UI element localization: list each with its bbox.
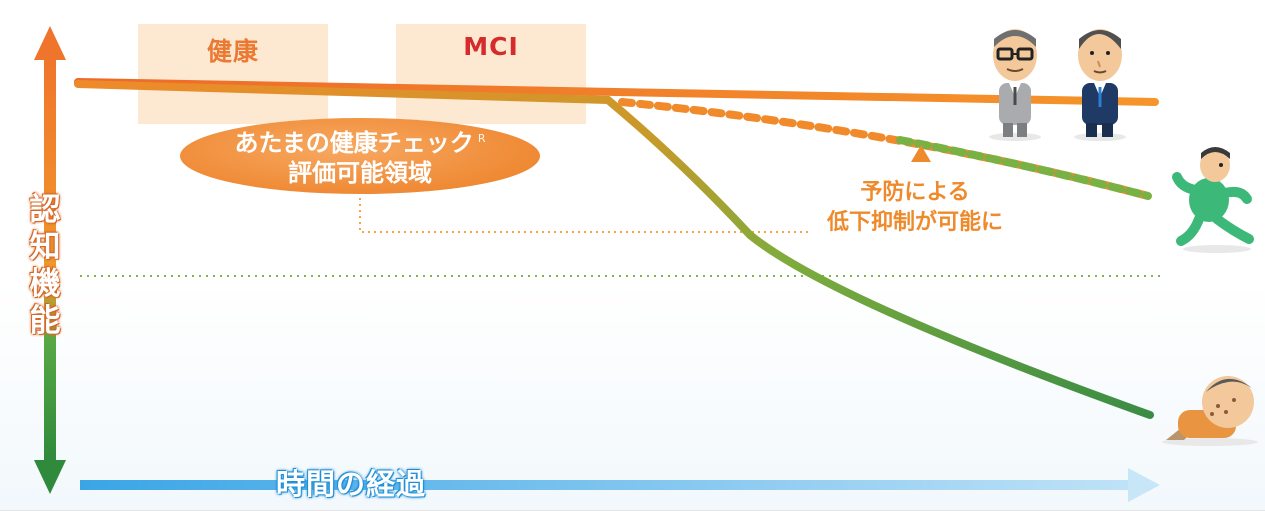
y-axis-label-char: 知 bbox=[29, 229, 61, 265]
healthy-line bbox=[74, 78, 1159, 106]
walking-man-icon bbox=[1172, 147, 1254, 253]
healthy-elderly-man-icon bbox=[1074, 29, 1126, 141]
annotation-triangle-icon bbox=[911, 145, 931, 162]
stage-box-healthy: 健康 bbox=[138, 24, 328, 124]
y-axis-label-char: 能 bbox=[29, 303, 61, 339]
prevention-annotation: 予防による 低下抑制が可能に bbox=[800, 178, 1030, 238]
y-axis-label-char: 機 bbox=[29, 266, 61, 302]
x-axis-label: 時間の経過 bbox=[276, 467, 427, 501]
annotation-line2: 低下抑制が可能に bbox=[826, 210, 1003, 235]
decline-line bbox=[74, 80, 1154, 419]
stage-label-mci: MCI bbox=[463, 32, 519, 61]
annotation-line1: 予防による bbox=[860, 180, 970, 205]
oval-title-line2: 評価可能領域 bbox=[288, 159, 432, 187]
healthy-elderly-man-glasses-icon bbox=[989, 29, 1041, 141]
x-axis-arrow bbox=[80, 468, 1160, 502]
oval-title-line1: あたまの健康チェック bbox=[234, 129, 474, 157]
y-axis-label: 認 知 機 能 bbox=[25, 192, 65, 340]
y-axis-label-char: 認 bbox=[29, 192, 61, 228]
stage-label-healthy: 健康 bbox=[206, 37, 259, 66]
registered-mark: R bbox=[477, 132, 486, 145]
y-axis-arrow bbox=[34, 26, 66, 494]
lying-man-icon bbox=[1162, 376, 1258, 446]
stage-box-mci: MCI bbox=[396, 24, 586, 124]
